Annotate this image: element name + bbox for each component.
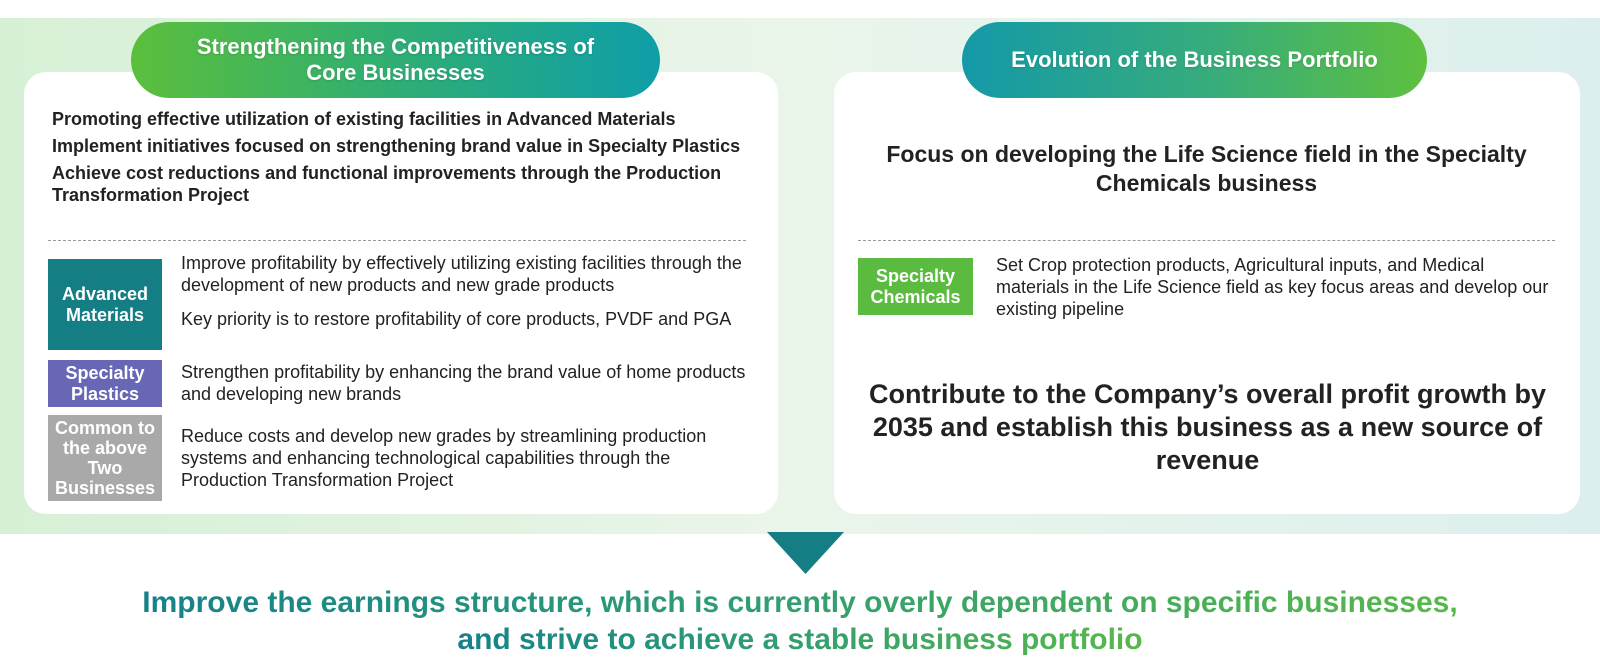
specialty-plastics-tag-label: Specialty Plastics [65, 362, 145, 404]
portfolio-header-text: Evolution of the Business Portfolio [1011, 47, 1378, 72]
specialty-plastics-tag: Specialty Plastics [48, 360, 162, 407]
initiative-item: Implement initiatives focused on strengt… [52, 136, 741, 156]
right-divider [858, 240, 1555, 241]
specialty-plastics-description: Strengthen profitability by enhancing th… [181, 362, 746, 404]
left-divider [48, 240, 746, 241]
contribution-statement: Contribute to the Company’s overall prof… [868, 379, 1547, 475]
advanced-materials-description-2: Key priority is to restore profitability… [181, 309, 732, 329]
core-businesses-header-text: Strengthening the Competitiveness of Cor… [196, 34, 595, 85]
life-science-focus-text: Focus on developing the Life Science fie… [886, 141, 1527, 196]
common-businesses-tag: Common to the above Two Businesses [48, 415, 162, 501]
down-arrow-shape [767, 532, 844, 574]
specialty-chemicals-tag-label: Specialty Chemicals [870, 265, 961, 307]
initiative-item: Promoting effective utilization of exist… [52, 109, 676, 129]
portfolio-header: Evolution of the Business Portfolio [962, 22, 1427, 98]
down-arrow-icon [767, 532, 844, 574]
core-businesses-header: Strengthening the Competitiveness of Cor… [131, 22, 660, 98]
conclusion-line-2: and strive to achieve a stable business … [457, 623, 1143, 656]
common-businesses-description: Reduce costs and develop new grades by s… [181, 426, 707, 490]
common-businesses-tag-label: Common to the above Two Businesses [54, 418, 156, 498]
advanced-materials-tag: Advanced Materials [48, 259, 162, 350]
specialty-chemicals-tag: Specialty Chemicals [858, 258, 973, 315]
advanced-materials-description-1: Improve profitability by effectively uti… [181, 253, 742, 295]
specialty-chemicals-description: Set Crop protection products, Agricultur… [996, 255, 1549, 319]
conclusion-statement: Improve the earnings structure, which is… [0, 584, 1600, 658]
core-initiatives-list: Promoting effective utilization of exist… [52, 108, 762, 211]
advanced-materials-tag-label: Advanced Materials [61, 283, 149, 325]
initiative-item: Achieve cost reductions and functional i… [52, 163, 722, 205]
conclusion-line-1: Improve the earnings structure, which is… [142, 586, 1458, 619]
